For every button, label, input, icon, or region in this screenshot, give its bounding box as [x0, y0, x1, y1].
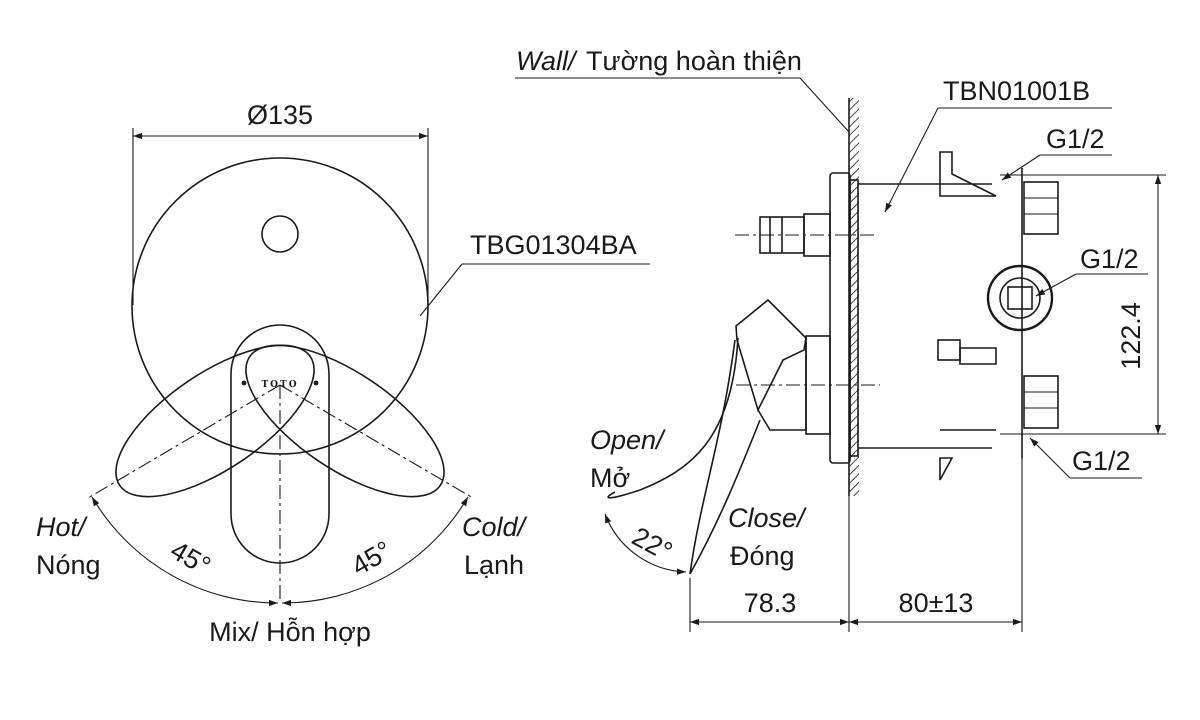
- hot-label-vi: Nóng: [36, 550, 101, 580]
- lever-handle: [607, 298, 880, 575]
- spout-stub: [735, 213, 875, 257]
- side-view: Wall/ Tường hoàn thiện TBN01001B: [515, 46, 1166, 632]
- finished-wall: [848, 98, 859, 632]
- angle-left-label: 45°: [165, 535, 215, 581]
- close-label-en: Close/: [728, 503, 807, 533]
- cold-label-en: Cold/: [462, 512, 528, 542]
- valve-body: [858, 151, 1059, 481]
- rotation-arc: [91, 496, 279, 607]
- close-label-vi: Đóng: [730, 541, 795, 571]
- wall-label-vi: Tường hoàn thiện: [586, 46, 802, 76]
- body-model-label: TBN01001B: [943, 76, 1090, 106]
- port-bottom-label: G1/2: [1072, 446, 1131, 476]
- cover-plate-outline: [131, 157, 429, 455]
- height-dimension: 122.4: [1000, 174, 1166, 435]
- cold-label-vi: Lạnh: [464, 550, 524, 580]
- hot-label-en: Hot/: [36, 512, 88, 542]
- spout-hole: [261, 215, 299, 253]
- port-top-label: G1/2: [1046, 124, 1105, 154]
- swing-angle-label: 22°: [627, 521, 677, 567]
- mix-label: Mix/ Hỗn hợp: [209, 616, 371, 647]
- plate-model-label: TBG01304BA: [470, 230, 637, 260]
- diameter-dimension: Ø135: [132, 100, 429, 305]
- port-mid-label: G1/2: [1080, 244, 1139, 274]
- depth-right-label: 80±13: [899, 588, 974, 618]
- depth-left-label: 78.3: [744, 588, 797, 618]
- front-view: Ø135 TOTO TBG01304BA Hot/ Nóng Cold/ Lạn…: [36, 100, 650, 647]
- open-label-en: Open/: [590, 425, 666, 455]
- wall-label-en: Wall/: [516, 46, 578, 76]
- depth-dimension: 78.3 80±13: [689, 458, 1023, 632]
- diameter-label: Ø135: [247, 100, 313, 130]
- open-label-vi: Mở: [590, 463, 630, 493]
- height-dim-label: 122.4: [1116, 302, 1146, 370]
